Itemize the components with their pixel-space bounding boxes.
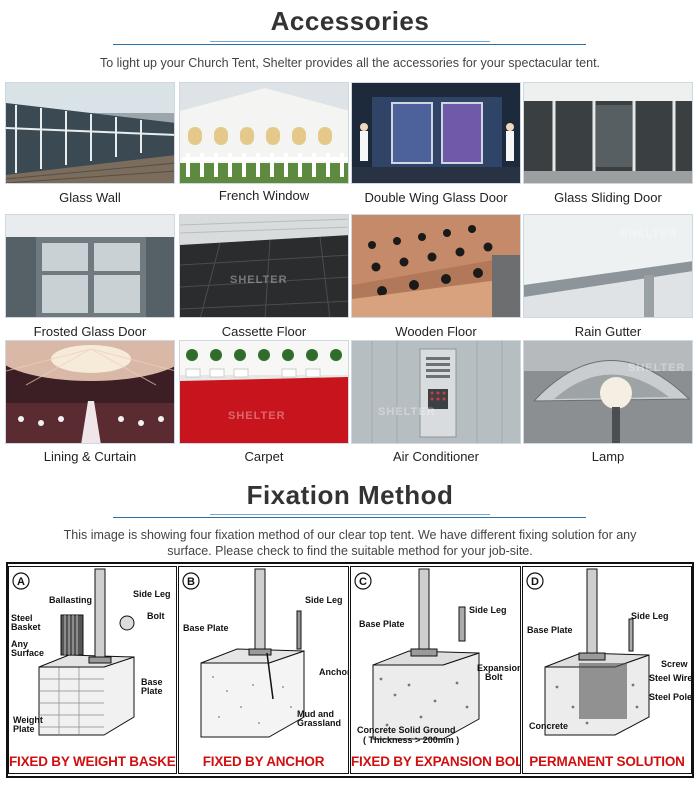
steel-basket-label-2: Basket [11,622,41,632]
side-leg-label: Side Leg [631,611,669,621]
expansion-bolt-label: Expansion [477,663,521,673]
lamp-label: Lamp [591,449,625,464]
expansion-bolt-label-2: Bolt [485,672,503,682]
base-plate-label: Base Plate [183,623,229,633]
method-c-caption: FIXED BY EXPANSION BOLT [351,754,521,769]
ballasting-label: Ballasting [49,595,92,605]
frosted-glass-door-label: Frosted Glass Door [33,324,147,339]
watermark-text: SHELTER [378,406,436,418]
wooden-floor-image[interactable] [351,214,521,318]
bolt-label: Bolt [147,611,165,621]
side-leg-label: Side Leg [469,605,507,615]
carpet-image[interactable]: SHELTER [179,340,349,444]
frosted-glass-door-image[interactable] [5,214,175,318]
fixation-intro: This image is showing four fixation meth… [63,528,637,558]
weight-plate-label-2: Plate [13,724,35,734]
watermark-text: SHELTER [230,274,288,286]
concrete-thickness-label: ( Thickness > 200mm ) [363,735,459,745]
glass-sliding-door-image[interactable] [523,82,693,184]
method-c-panel[interactable]: C Side Leg Base Plate Expansion Bolt Con… [350,566,521,774]
anchor-label: Anchor [319,667,349,677]
carpet-label: Carpet [244,449,284,464]
watermark-text: SHELTER [620,228,678,240]
air-conditioner-image[interactable]: SHELTER [351,340,521,444]
method-b-letter: B [187,576,195,588]
method-d-caption: PERMANENT SOLUTION [529,754,685,769]
title-divider-accent [210,41,490,42]
watermark-text: SHELTER [628,362,686,374]
wooden-floor-label: Wooden Floor [395,324,477,339]
any-surface-label-2: Surface [11,648,44,658]
lamp-image[interactable]: SHELTER [523,340,693,444]
method-c-letter: C [359,576,367,588]
fixation-divider [113,517,586,518]
steel-pole-label: Steel Pole [649,692,692,702]
base-plate-label: Base Plate [359,619,405,629]
glass-wall-label: Glass Wall [59,190,121,205]
base-plate-label: Base [141,677,163,687]
side-leg-label: Side Leg [305,595,343,605]
accessories-intro: To light up your Church Tent, Shelter pr… [99,56,601,70]
lining-curtain-label: Lining & Curtain [43,449,137,464]
mud-grassland-label: Mud and [297,709,334,719]
french-window-image[interactable] [179,82,349,184]
title-divider [113,44,586,45]
watermark-text: SHELTER [228,410,286,422]
method-b-panel[interactable]: B Side Leg Base Plate Anchor Mud and Gra… [178,566,349,774]
base-plate-label-2: Plate [141,686,163,696]
lining-curtain-image[interactable] [5,340,175,444]
concrete-label: Concrete [529,721,568,731]
mud-grassland-label-2: Grassland [297,718,341,728]
french-window-label: French Window [218,188,310,203]
method-a-caption: FIXED BY WEIGHT BASKET [9,754,177,769]
method-a-panel[interactable]: A Ballasting Side Leg Steel Basket Bolt … [8,566,177,774]
side-leg-label: Side Leg [133,589,171,599]
cassette-floor-label: Cassette Floor [221,324,307,339]
accessories-title: Accessories [270,6,430,36]
cassette-floor-image[interactable]: SHELTER [179,214,349,318]
weight-plate-label: Weight [13,715,43,725]
fixation-divider-accent [210,514,490,515]
glass-wall-image[interactable] [5,82,175,184]
double-wing-glass-door-image[interactable] [351,82,521,184]
method-b-caption: FIXED BY ANCHOR [202,754,325,769]
method-d-letter: D [531,576,539,588]
any-surface-label: Any [11,639,28,649]
fixation-title: Fixation Method [246,480,454,510]
rain-gutter-image[interactable]: SHELTER [523,214,693,318]
steel-basket-label: Steel [11,613,33,623]
fixation-diagram-frame [6,562,694,778]
method-a-letter: A [17,576,25,588]
method-d-panel[interactable]: D Side Leg Base Plate Screw Steel Wire S… [522,566,692,774]
screw-label: Screw [661,659,689,669]
rain-gutter-label: Rain Gutter [574,324,642,339]
base-plate-label: Base Plate [527,625,573,635]
double-wing-glass-door-label: Double Wing Glass Door [364,190,508,205]
steel-wire-label: Steel Wire [649,673,692,683]
glass-sliding-door-label: Glass Sliding Door [554,190,662,205]
air-conditioner-label: Air Conditioner [393,449,479,464]
concrete-ground-label: Concrete Solid Ground [357,725,456,735]
